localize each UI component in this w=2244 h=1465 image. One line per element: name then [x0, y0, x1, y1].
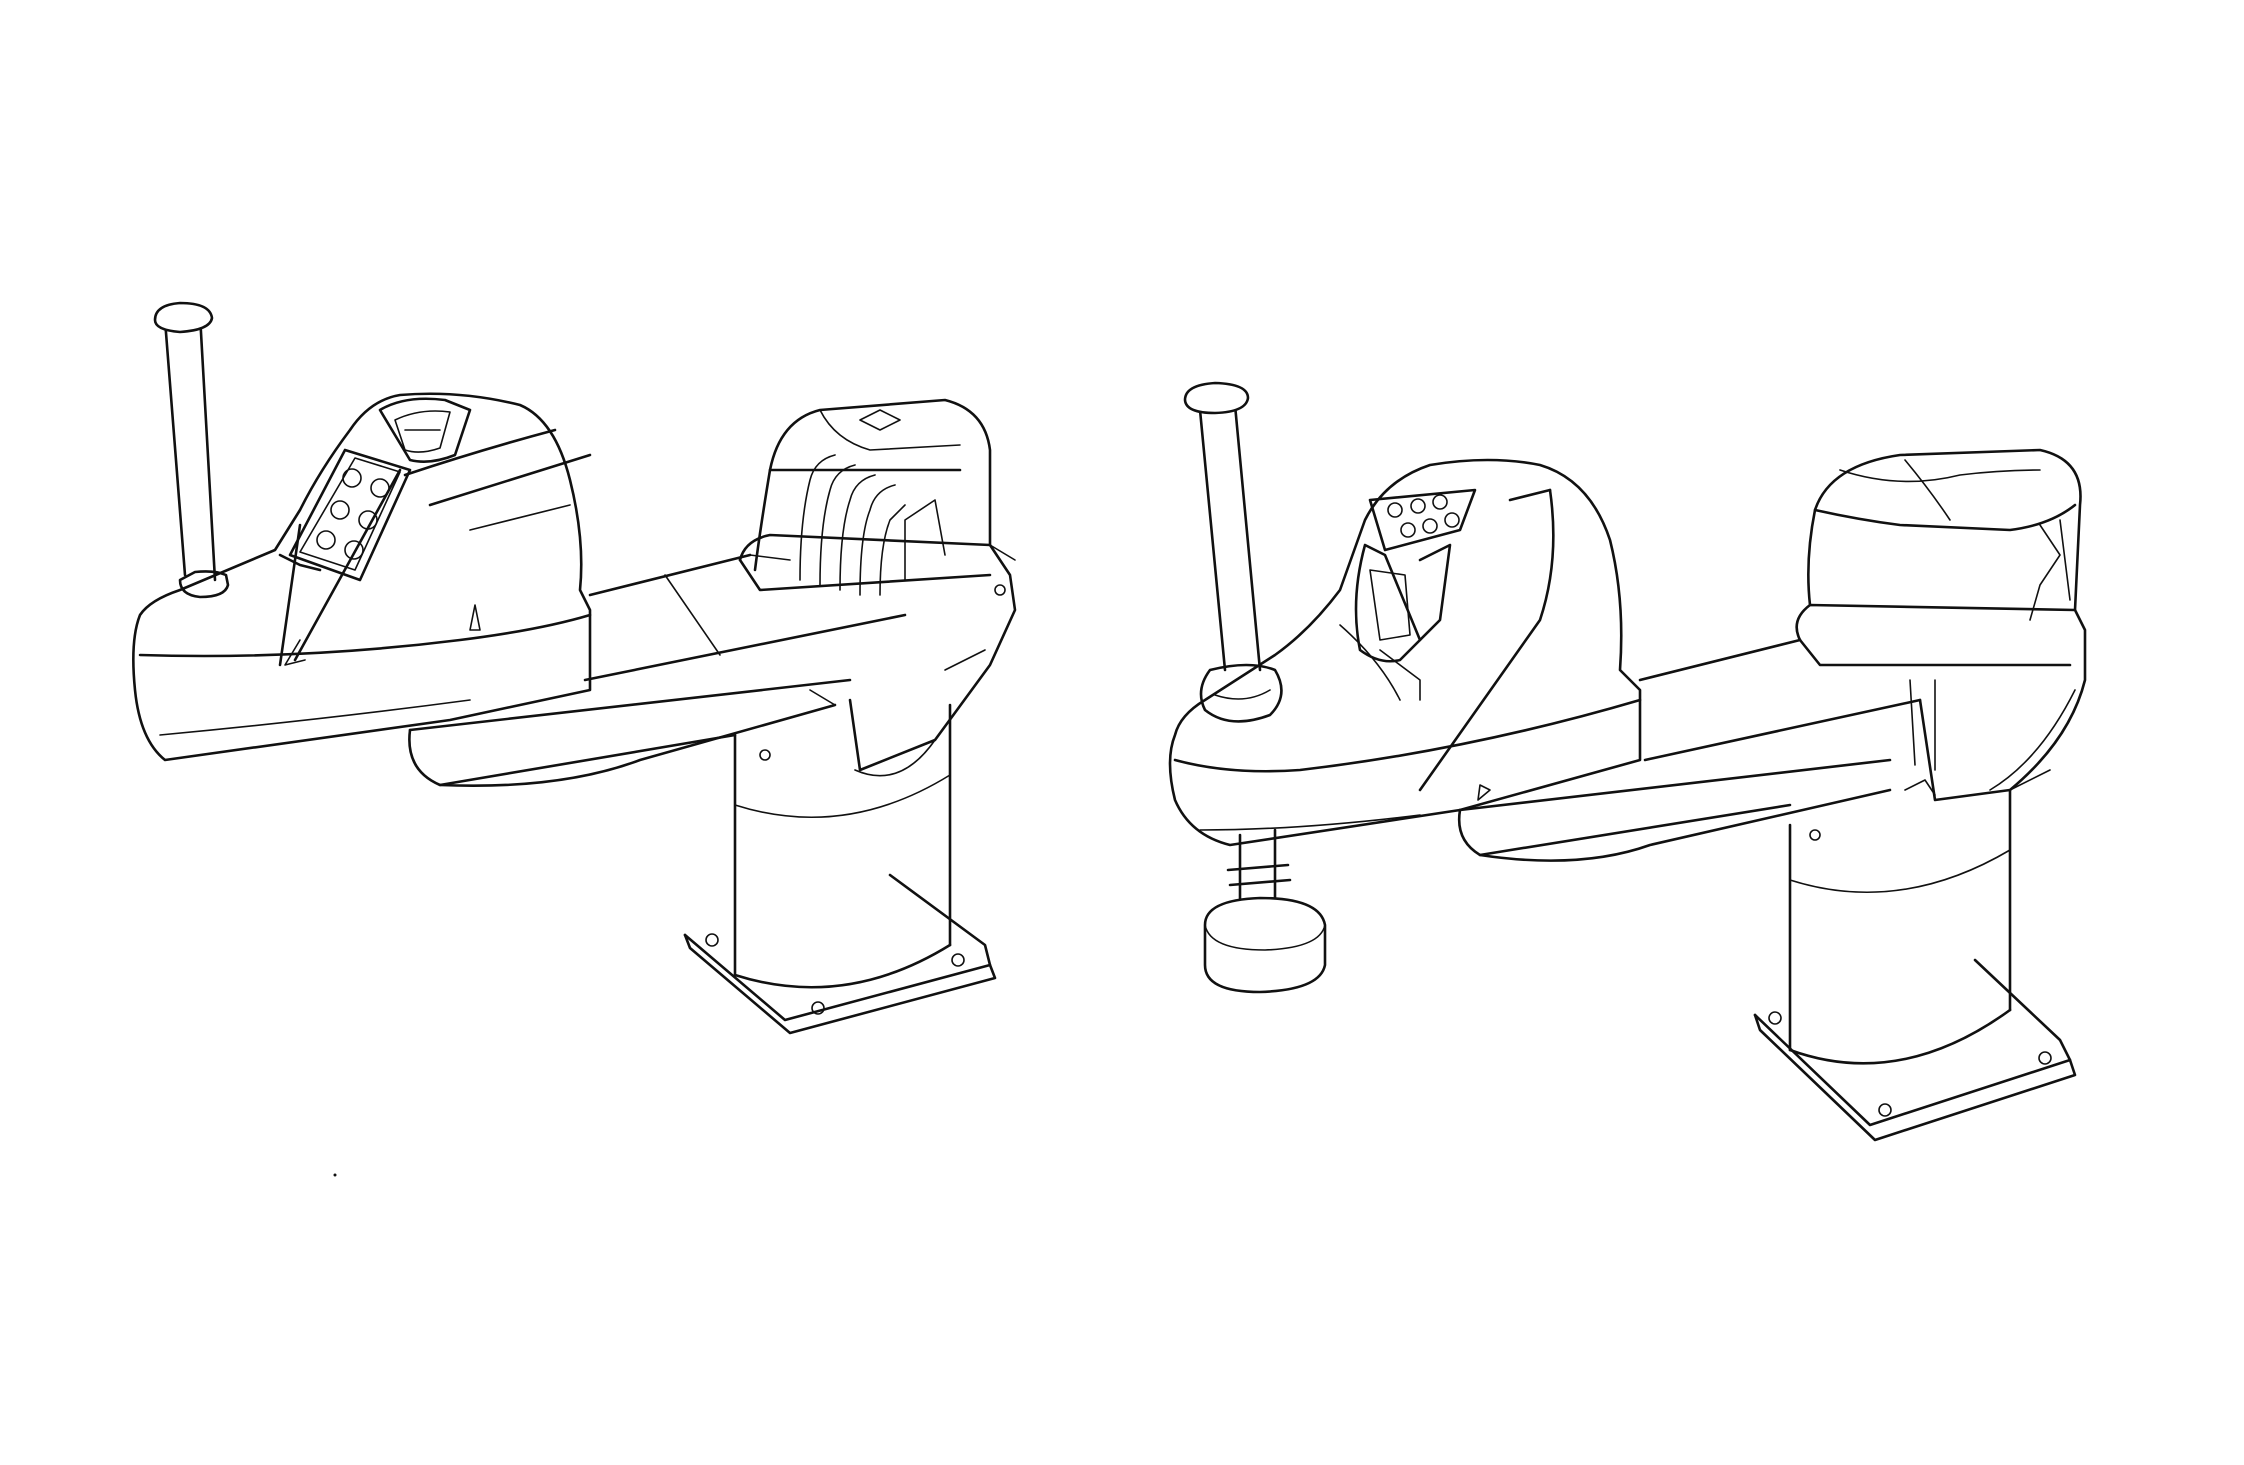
left-upper-arm	[583, 553, 907, 682]
left-motor-cover	[753, 398, 992, 596]
scara-robot-left	[132, 301, 1017, 1035]
left-control-panel	[288, 448, 412, 582]
right-control-panel	[1368, 488, 1477, 552]
right-lower-arm	[1457, 758, 1936, 862]
left-display-window	[378, 397, 472, 463]
left-lower-arm	[408, 678, 852, 788]
right-head	[1168, 458, 1642, 847]
right-quill-shaft	[1183, 381, 1283, 723]
right-upper-arm	[1638, 638, 1936, 771]
scara-robot-right	[1168, 381, 2087, 1142]
left-quill-shaft	[153, 301, 230, 599]
left-base-housing	[738, 533, 1017, 777]
right-base-housing	[1795, 603, 2087, 802]
right-tool-flange	[1203, 828, 1327, 994]
right-motor-cover	[1807, 448, 2082, 621]
left-head	[132, 392, 592, 762]
right-base-plate	[1753, 958, 2077, 1142]
right-base-column	[1788, 788, 2012, 1065]
stray-ink-dot	[333, 1173, 337, 1177]
left-base-column	[733, 703, 952, 989]
right-display-window	[1354, 543, 1452, 663]
left-base-plate	[683, 873, 997, 1035]
